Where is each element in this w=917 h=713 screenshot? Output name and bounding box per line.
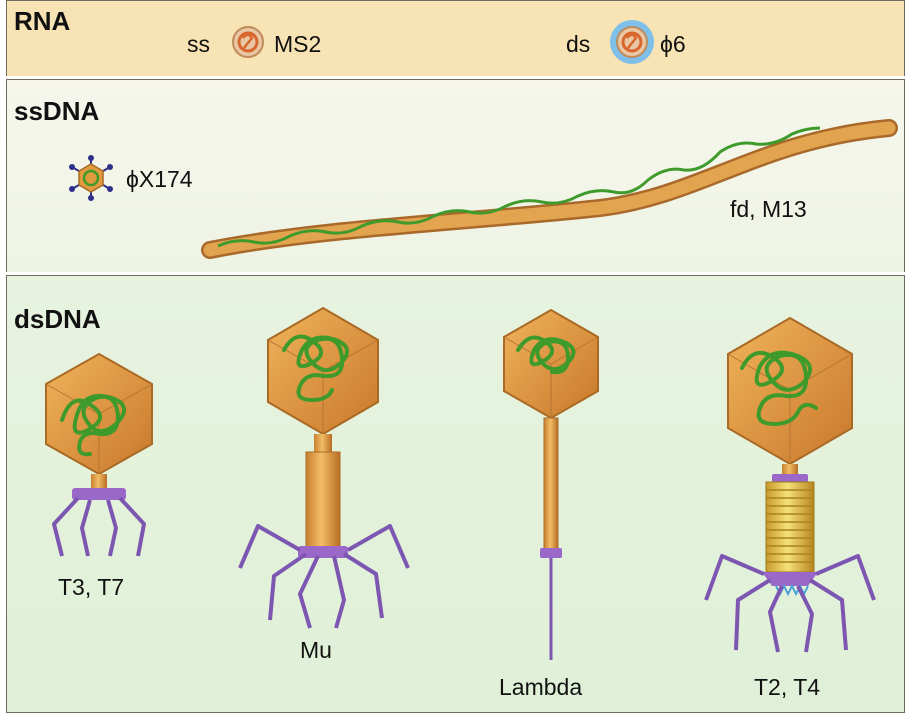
ssdna-heading: ssDNA bbox=[14, 96, 99, 127]
phix174-virion bbox=[69, 155, 113, 201]
fd-m13-label: fd, M13 bbox=[730, 196, 807, 223]
ms2-virion bbox=[233, 27, 263, 57]
mu-label: Mu bbox=[300, 637, 332, 664]
t2-t4-phage bbox=[706, 318, 874, 652]
fd-m13-filament bbox=[210, 128, 889, 250]
ms2-label: MS2 bbox=[274, 31, 321, 58]
phix174-label: ϕX174 bbox=[126, 166, 193, 193]
phi6-label: ϕ6 bbox=[660, 31, 686, 58]
phi6-virion bbox=[610, 20, 654, 64]
mu-phage bbox=[240, 308, 408, 628]
phi6-prefix-label: ds bbox=[566, 31, 590, 58]
ms2-prefix-label: ss bbox=[187, 31, 210, 58]
lambda-phage bbox=[504, 310, 598, 660]
t3-t7-phage bbox=[46, 354, 152, 556]
rna-heading: RNA bbox=[14, 6, 70, 37]
lambda-label: Lambda bbox=[499, 674, 582, 701]
dsdna-heading: dsDNA bbox=[14, 304, 101, 335]
separator bbox=[6, 76, 905, 79]
t4-tail-sheath bbox=[766, 482, 814, 572]
separator bbox=[6, 272, 905, 275]
t3-t7-label: T3, T7 bbox=[58, 574, 124, 601]
t2-t4-label: T2, T4 bbox=[754, 674, 820, 701]
